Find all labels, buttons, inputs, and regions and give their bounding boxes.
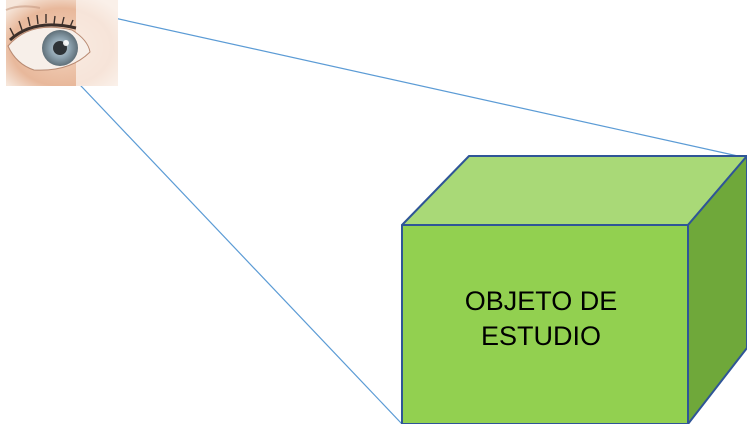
eye-icon bbox=[5, 0, 118, 86]
cube-top-face bbox=[401, 155, 747, 226]
object-cube: OBJETO DE ESTUDIO bbox=[401, 155, 747, 424]
object-label-line1: OBJETO DE bbox=[465, 286, 618, 316]
cube-front-face bbox=[401, 224, 689, 424]
object-label-line2: ESTUDIO bbox=[481, 321, 601, 351]
sight-line-top bbox=[59, 5, 747, 159]
sight-line-bottom bbox=[62, 66, 403, 424]
